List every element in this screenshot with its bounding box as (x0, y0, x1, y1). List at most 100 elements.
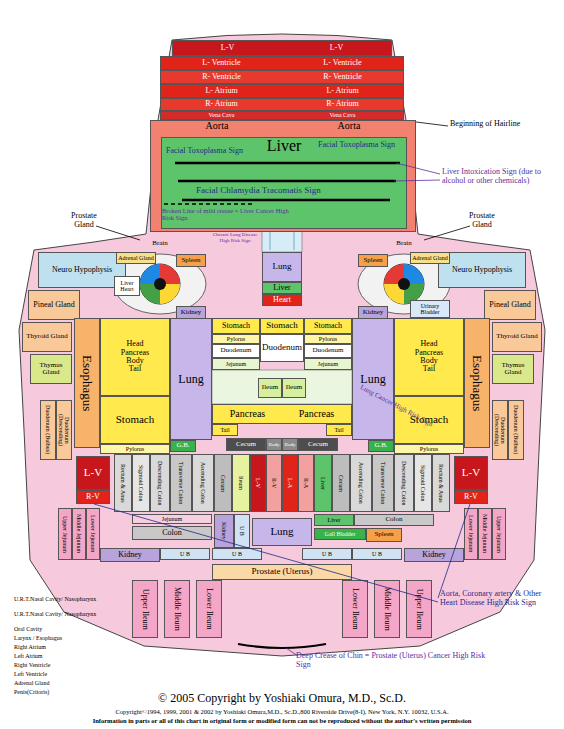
organ-label: Middle Jejunum (76, 514, 82, 553)
organ-label: R-A (303, 478, 309, 488)
organ-zone: Cecum (298, 438, 338, 451)
organ-label: Jejunum (318, 361, 338, 367)
organ-zone: Pylorus (304, 334, 352, 344)
organ-label: Upper Ileum (141, 589, 149, 630)
organ-zone: Lower Ileum (342, 580, 368, 638)
organ-zone: L-VL-V (172, 40, 392, 56)
organ-label: Liver Heart (115, 280, 139, 293)
organ-label: Pylorus (420, 446, 438, 452)
organ-label: Lower Jejunum (468, 515, 474, 553)
organ-zone: Middle Ileum (374, 580, 400, 638)
organ-zone: R-V (454, 490, 488, 504)
organ-zone: Cecum (332, 454, 350, 512)
organ-label: Thymus Gland (493, 362, 533, 377)
organ-zone: Duodenum (212, 344, 260, 358)
organ-label: Stomach (222, 322, 250, 330)
organ-label: U B (372, 551, 382, 557)
organ-zone: AortaAortaLiver (150, 120, 416, 232)
organ-zone: Esophagus (464, 318, 490, 448)
organ-zone: Thymus Gland (30, 354, 72, 384)
organ-zone: Upper Ileum (132, 580, 158, 638)
annotation-label: Larynx / Esophagus (14, 635, 104, 642)
organ-zone: Jejunum (212, 358, 260, 370)
organ-zone: Descending Colon (150, 454, 170, 512)
organ-label: Upper Ileum (415, 589, 423, 630)
organ-label: Tail (423, 365, 435, 373)
organ-label: G.B. (176, 442, 189, 449)
organ-zone: Rectum & Anus (114, 454, 132, 512)
organ-zone: Prostate (Uterus) (212, 564, 352, 580)
organ-label: R-V (271, 478, 277, 488)
organ-zone: Neuro Hypophysis (438, 252, 526, 288)
organ-zone: Thyroid Gland (22, 322, 72, 352)
iris (140, 264, 180, 304)
organ-label: U B (180, 551, 190, 557)
pupil (154, 278, 166, 290)
organ-zone: Upper Jejunum (492, 508, 506, 560)
organ-label: Ascending Colon (200, 462, 206, 504)
organ-zone: Duodenum (260, 334, 304, 362)
annotation-label: Facial Toxoplasma Sign (166, 147, 286, 156)
organ-label: Brain (396, 240, 412, 247)
organ-label: Pylorus (126, 446, 144, 452)
organ-zone: Colon (132, 526, 212, 540)
organ-label: Aorta (338, 121, 361, 132)
organ-zone: Lower Jejunum (86, 508, 100, 560)
annotation-label: Chronic Lung Disease High Risk Sign (210, 232, 260, 243)
organ-zone: Duodenum (304, 344, 352, 358)
organ-label: Ileum (262, 384, 278, 391)
organ-zone: Spleen (358, 254, 388, 267)
organ-label: Ileum (238, 476, 244, 490)
organ-label: Upper Jejunum (62, 516, 68, 553)
organ-zone: Ileum (232, 454, 250, 512)
organ-label: Pineal Gland (33, 301, 75, 309)
annotation-label: Liver Intoxication Sign (due to alcohol … (442, 168, 554, 186)
organ-zone: L-V (76, 456, 110, 490)
leader-line (424, 226, 470, 240)
organ-label: Lower Ileum (351, 588, 359, 630)
organ-zone: R-V (76, 490, 110, 504)
organ-label: Kidney (422, 551, 446, 559)
organ-label: Liver (267, 138, 302, 155)
organ-zone: Stomach (304, 318, 352, 334)
organ-zone: Liver (314, 514, 354, 526)
annotation-label: Aorta, Coronary artery & Other Heart Dis… (440, 590, 558, 608)
organ-label: Colon (162, 529, 182, 537)
organ-label: Adrenal Gland (412, 255, 448, 261)
organ-label: Tail (220, 427, 229, 433)
organ-zone: Transverse Colon (170, 454, 192, 512)
organ-label: Middle Ileum (173, 587, 181, 631)
organ-label: L- Atrium (326, 87, 358, 95)
organ-label: Transverse Colon (178, 462, 184, 504)
organ-zone: Pylorus (212, 334, 260, 344)
organ-zone: Lung (252, 518, 312, 546)
organ-label: Spleen (363, 257, 382, 264)
organ-zone: Spleen (176, 254, 206, 267)
organ-zone: L-A (282, 454, 298, 512)
organ-zone: Stomach (212, 318, 260, 334)
organ-zone: Tail (326, 424, 352, 436)
organ-label: Cecum (338, 475, 344, 492)
organ-label: Cecum (308, 441, 328, 448)
organ-zone: Pineal Gland (484, 290, 536, 320)
organ-label: Ileum (286, 384, 302, 391)
organ-zone: Sigmoid Colon (414, 454, 432, 512)
organ-label: Middle Jejunum (482, 514, 488, 553)
organ-zone: L-V (454, 456, 488, 490)
organ-zone: Body (282, 438, 298, 451)
annotation-label: Left Ventricle (14, 671, 104, 678)
organ-label: G.B. (374, 442, 387, 449)
nose-line (270, 230, 271, 250)
organ-zone: Ascending Colon (350, 454, 372, 512)
organ-zone: U B (302, 548, 352, 560)
organ-label: Pylorus (227, 336, 245, 342)
organ-label: Duodenum (Descending) (494, 401, 507, 459)
organ-label: Pancreas (299, 409, 335, 420)
organ-zone: U B (352, 548, 402, 560)
organ-label: U B (232, 551, 242, 557)
organ-label: Adrenal Gland (118, 255, 154, 261)
organ-zone: Sigmoid Colon (132, 454, 150, 512)
organ-zone: R- VentricleR- Ventricle (160, 70, 404, 84)
organ-zone: Spleen (366, 528, 402, 542)
organ-label: Descending Colon (401, 461, 407, 506)
